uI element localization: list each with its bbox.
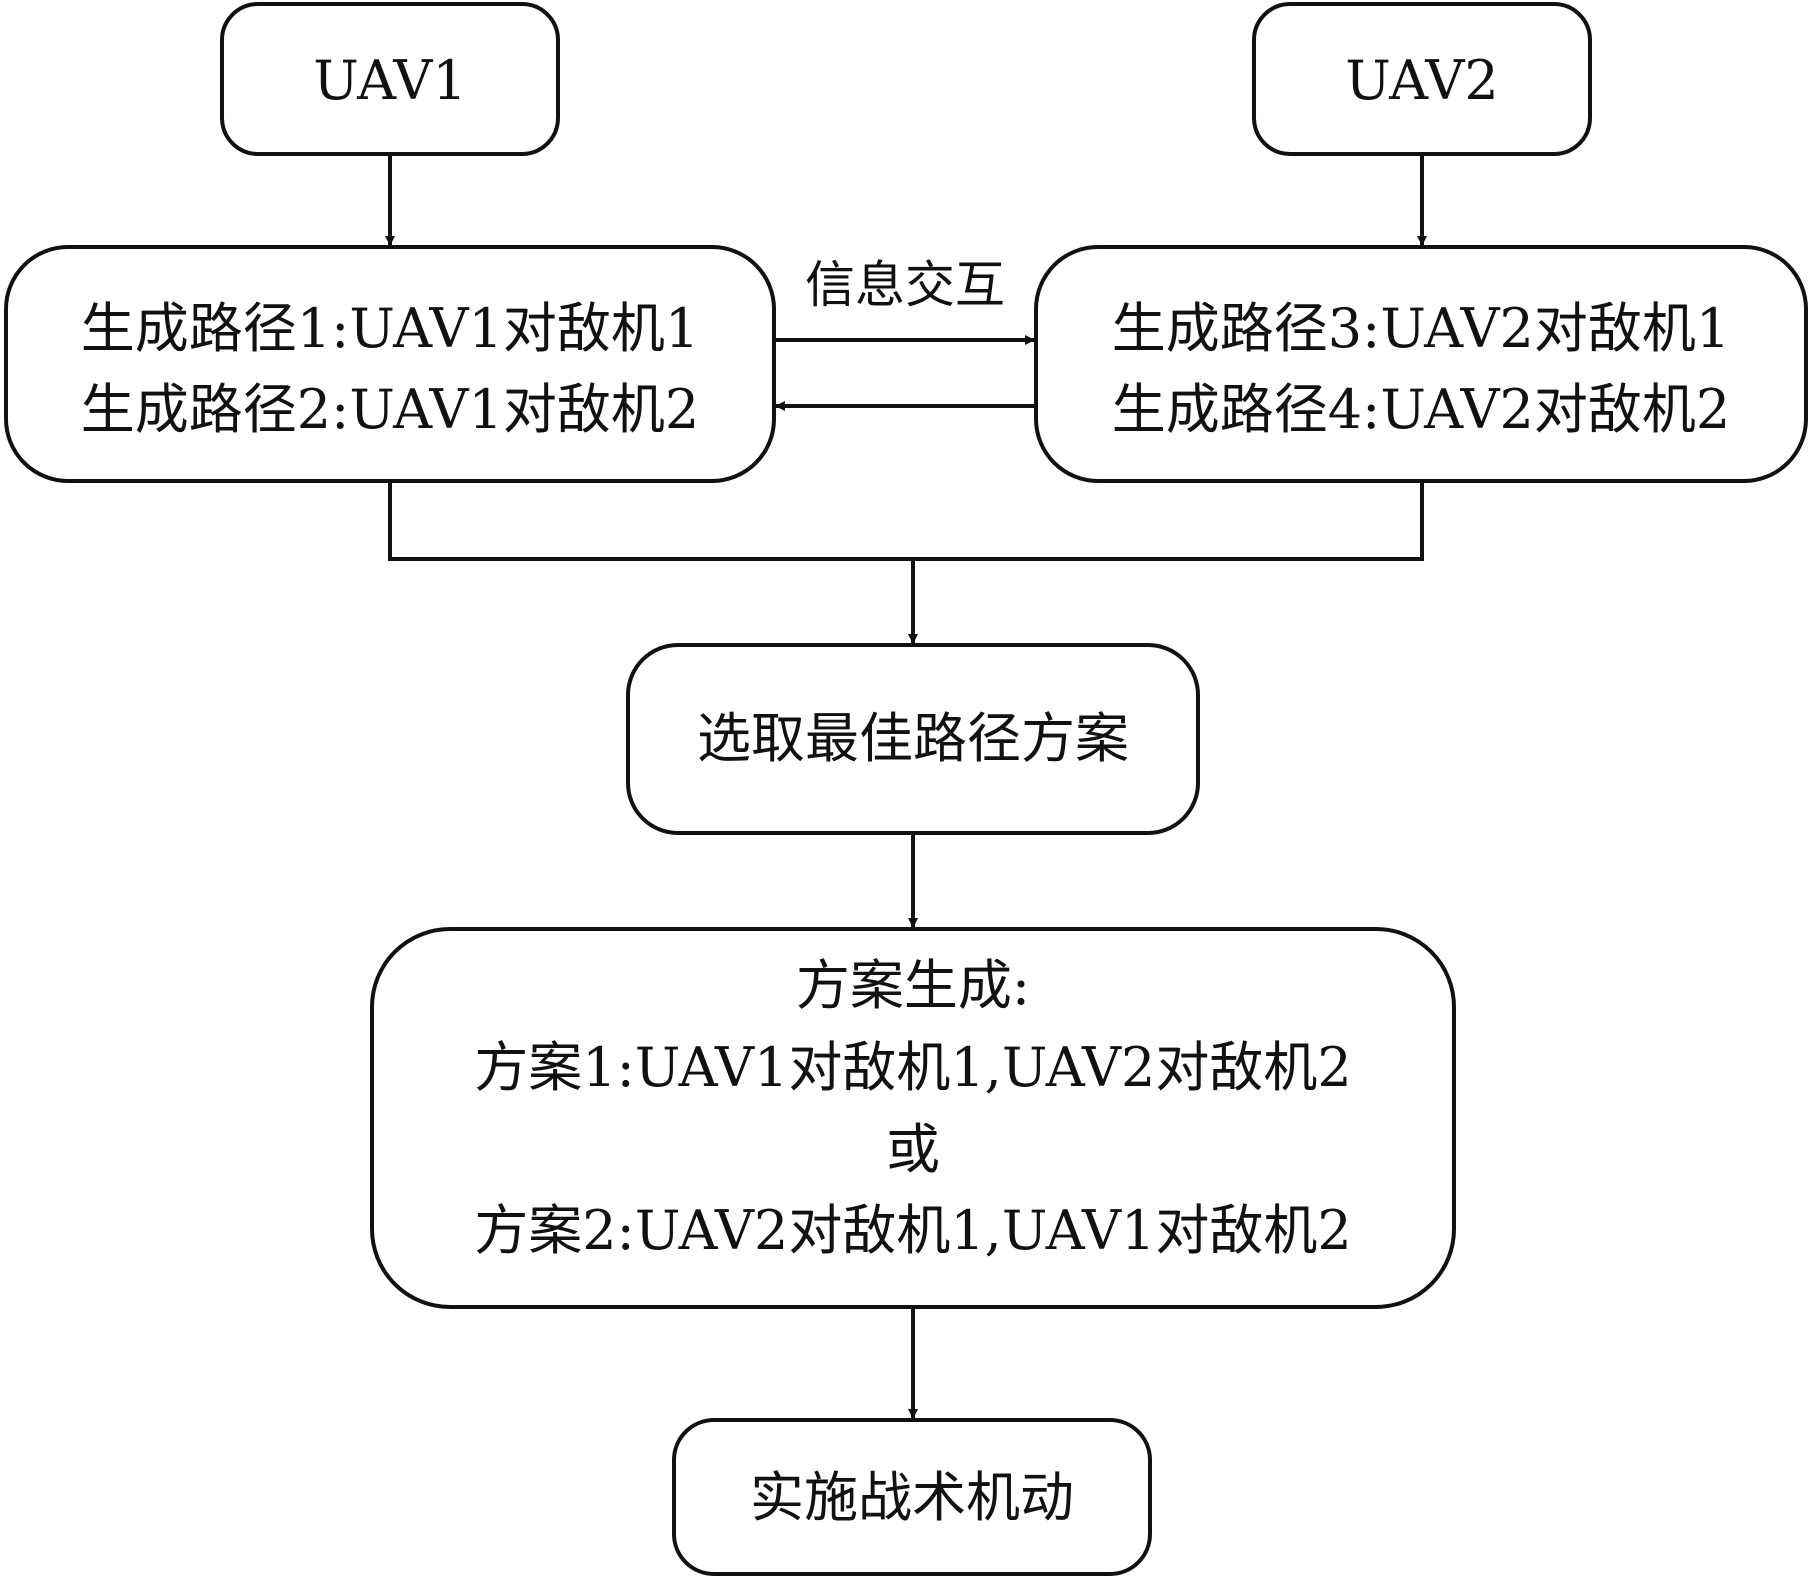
execute-node [672,1418,1152,1576]
plan-generation-title: 方案生成: [796,954,1030,1017]
uav1-paths-node [4,245,776,483]
uav2-path-3-label: 生成路径3:UAV2对敌机1 [1112,297,1730,360]
merge-connector [388,481,1424,561]
plan-2-label: 方案2:UAV2对敌机1,UAV1对敌机2 [474,1199,1351,1262]
select-best-label: 选取最佳路径方案 [697,707,1129,770]
execute-label: 实施战术机动 [750,1466,1074,1529]
info-exchange-label: 信息交互 [805,256,1005,314]
uav2-path-4-label: 生成路径4:UAV2对敌机2 [1112,378,1730,441]
plan-or-label: 或 [886,1118,940,1181]
uav1-path-1-label: 生成路径1:UAV1对敌机1 [81,297,699,360]
uav1-label: UAV1 [313,49,467,112]
uav2-label: UAV2 [1345,49,1499,112]
uav2-paths-node [1034,245,1808,483]
uav1-path-2-label: 生成路径2:UAV1对敌机2 [81,378,699,441]
plan-1-label: 方案1:UAV1对敌机1,UAV2对敌机2 [474,1036,1351,1099]
